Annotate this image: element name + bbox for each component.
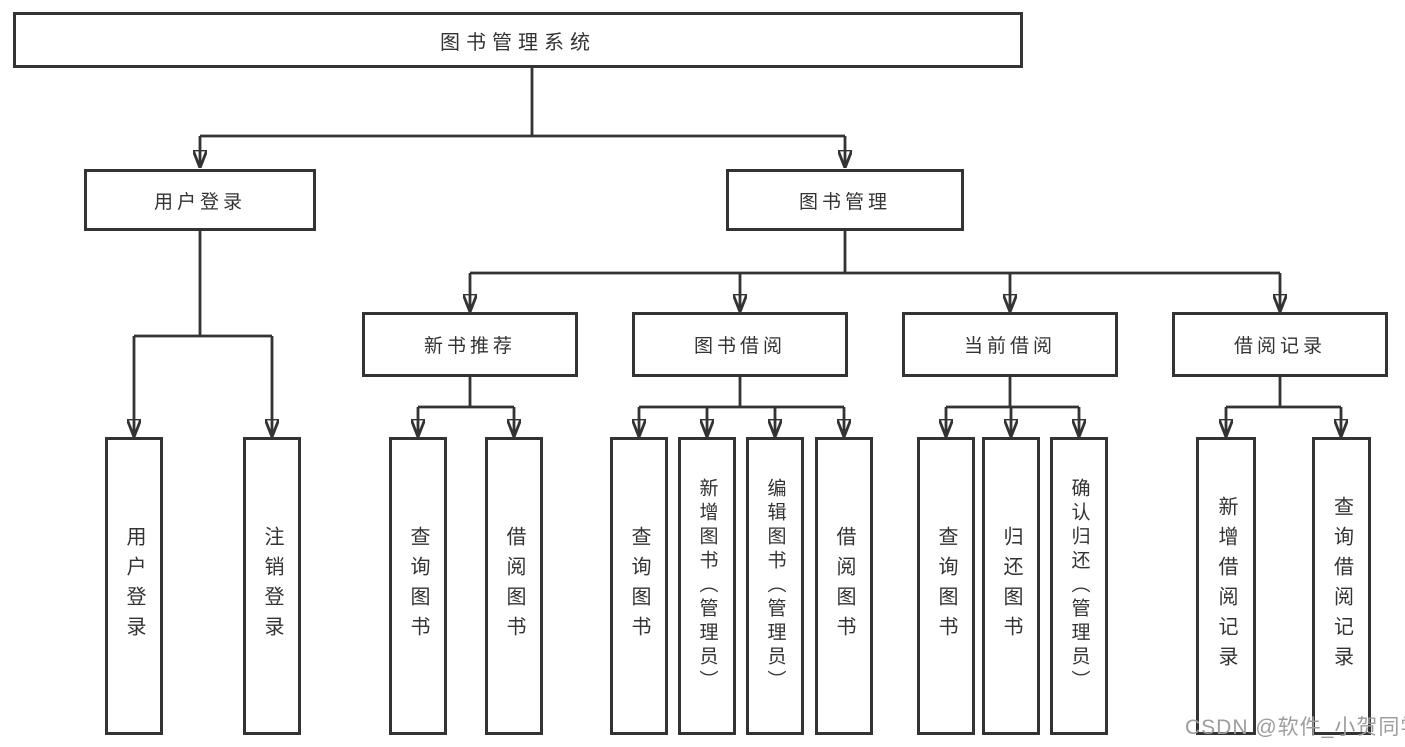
- leaf-cb-query-books: 查询图书: [917, 437, 975, 735]
- leaf-logout-label: 注销登录: [261, 526, 283, 646]
- leaf-bb-borrow-books: 借阅图书: [815, 437, 873, 735]
- rail-current-borrow: [946, 377, 1079, 409]
- node-book-management: 图书管理: [726, 169, 964, 231]
- node-book-borrow-label: 图书借阅: [693, 336, 786, 357]
- rail-borrow-records: [1226, 377, 1341, 409]
- leaf-br-add-record: 新增借阅记录: [1196, 437, 1256, 735]
- rail-new-book-recommend: [418, 377, 514, 409]
- leaf-bb-edit-books-admin: 编辑图书（管理员）: [746, 437, 804, 735]
- leaf-user-login-label: 用户登录: [123, 526, 145, 646]
- leaf-cb-confirm-return-admin-label: 确认归还（管理员）: [1068, 478, 1090, 694]
- leaf-nb-borrow-books-label: 借阅图书: [503, 526, 525, 646]
- leaf-br-query-record-label: 查询借阅记录: [1330, 496, 1353, 676]
- leaf-bb-edit-books-admin-label: 编辑图书（管理员）: [764, 478, 786, 694]
- node-current-borrow-label: 当前借阅: [963, 336, 1056, 357]
- leaf-nb-query-books: 查询图书: [389, 437, 447, 735]
- leaf-cb-return-books-label: 归还图书: [1000, 526, 1022, 646]
- leaf-br-query-record: 查询借阅记录: [1312, 437, 1371, 735]
- leaf-cb-return-books: 归还图书: [982, 437, 1040, 735]
- rail-book-borrow: [639, 377, 844, 409]
- leaf-nb-borrow-books: 借阅图书: [485, 437, 543, 735]
- node-user-login-label: 用户登录: [153, 191, 246, 213]
- node-current-borrow: 当前借阅: [902, 312, 1118, 377]
- leaf-bb-add-books-admin-label: 新增图书（管理员）: [696, 478, 718, 694]
- csdn-watermark: CSDN @软件_小贺同学: [1185, 716, 1405, 739]
- leaf-bb-borrow-books-label: 借阅图书: [833, 526, 855, 646]
- node-book-management-label: 图书管理: [798, 191, 891, 213]
- node-user-login: 用户登录: [84, 169, 316, 231]
- node-new-book-recommend-label: 新书推荐: [423, 336, 516, 357]
- rail-book-management: [470, 231, 1280, 275]
- node-root-label: 图书管理系统: [440, 31, 596, 54]
- leaf-nb-query-books-label: 查询图书: [407, 526, 429, 646]
- node-borrow-records: 借阅记录: [1172, 312, 1388, 377]
- leaf-br-add-record-label: 新增借阅记录: [1215, 496, 1237, 676]
- leaf-cb-query-books-label: 查询图书: [935, 526, 957, 646]
- node-book-borrow: 图书借阅: [632, 312, 848, 377]
- leaf-bb-add-books-admin: 新增图书（管理员）: [678, 437, 736, 735]
- rail-root: [200, 68, 845, 138]
- node-borrow-records-label: 借阅记录: [1233, 336, 1326, 357]
- leaf-logout: 注销登录: [243, 437, 301, 735]
- leaf-user-login: 用户登录: [105, 437, 163, 735]
- node-new-book-recommend: 新书推荐: [362, 312, 578, 377]
- leaf-cb-confirm-return-admin: 确认归还（管理员）: [1050, 437, 1108, 735]
- rail-user-login: [134, 231, 272, 338]
- leaf-bb-query-books: 查询图书: [610, 437, 668, 735]
- leaf-bb-query-books-label: 查询图书: [628, 526, 650, 646]
- node-root: 图书管理系统: [13, 12, 1023, 68]
